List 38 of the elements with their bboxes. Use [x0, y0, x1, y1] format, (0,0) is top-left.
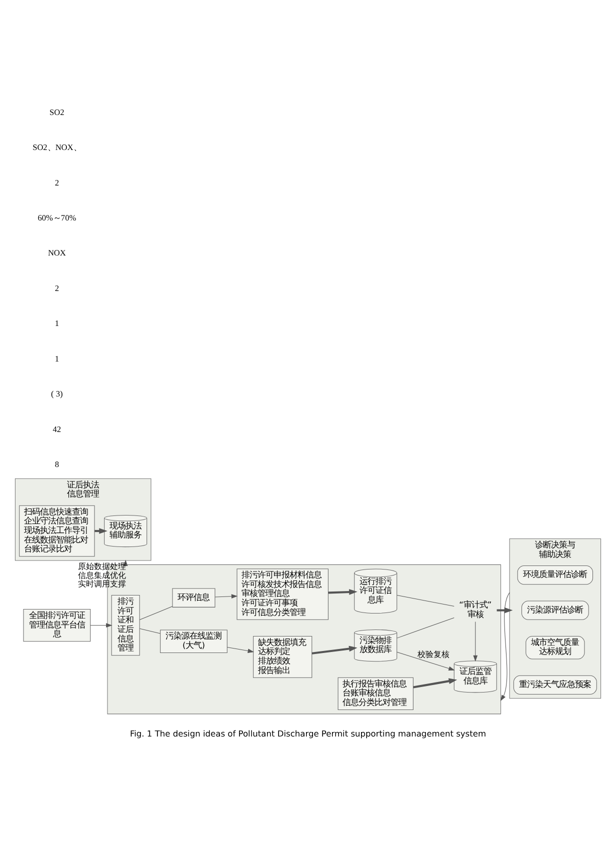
connector [138, 628, 160, 634]
node-box: 排污许可申报材料信息 许可核发技术报告信息 审核管理信息 许可证许可事项 许可信息分类管理 [236, 568, 328, 620]
node-box: 城市空气质量达标规划 [525, 635, 584, 659]
arrow [396, 651, 454, 670]
node-box: 环境质量评估诊断 [516, 564, 592, 584]
label: SO2 [49, 107, 64, 116]
node-text: “审计式”审核 [458, 599, 492, 618]
node-box: 扫码信息快速查询 企业守法信息查询 现场执法工作导引 在线数据智能比对 台账记录比对 [18, 504, 94, 556]
arrow [226, 646, 254, 653]
node-box: 全国排污许可证管理信息平台信息 [22, 608, 90, 642]
node-box: 缺失数据填充 达标判定 排放绩效 报告输出 [252, 635, 312, 678]
connector [396, 594, 454, 606]
node-box: 执行报告审核信息 台账审核信息 信息分类比对管理 [337, 676, 413, 710]
connector [396, 616, 454, 638]
arrow [412, 678, 457, 688]
arrow [311, 645, 357, 654]
node-box: 环评信息 [172, 588, 215, 607]
label: NOX [47, 248, 66, 258]
label: 42 [52, 424, 61, 434]
label: 1 [54, 354, 59, 363]
arrow [472, 620, 478, 662]
caption: Fig. 1 The design ideas of Pollutant Discharge Permit supporting management system [129, 728, 486, 738]
label: 60%～70% [37, 213, 76, 222]
arrow [328, 588, 357, 594]
arrow [214, 594, 238, 598]
label: 1 [54, 318, 59, 328]
node-box: 污染源评估诊断 [521, 600, 588, 620]
label: 8 [54, 460, 59, 469]
arrow [90, 622, 112, 627]
node-box: 排污许可证和证后信息管理 [110, 594, 140, 656]
arrow [500, 592, 510, 701]
label: SO2、NOX、 [32, 142, 81, 152]
label: ( 3) [50, 389, 62, 398]
label: 2 [54, 178, 59, 187]
node-box: 重污染天气应急预案 [512, 674, 596, 694]
connector [138, 606, 172, 620]
label: 2 [54, 283, 59, 292]
node-box: 污染源在线监测(大气) [160, 629, 227, 653]
